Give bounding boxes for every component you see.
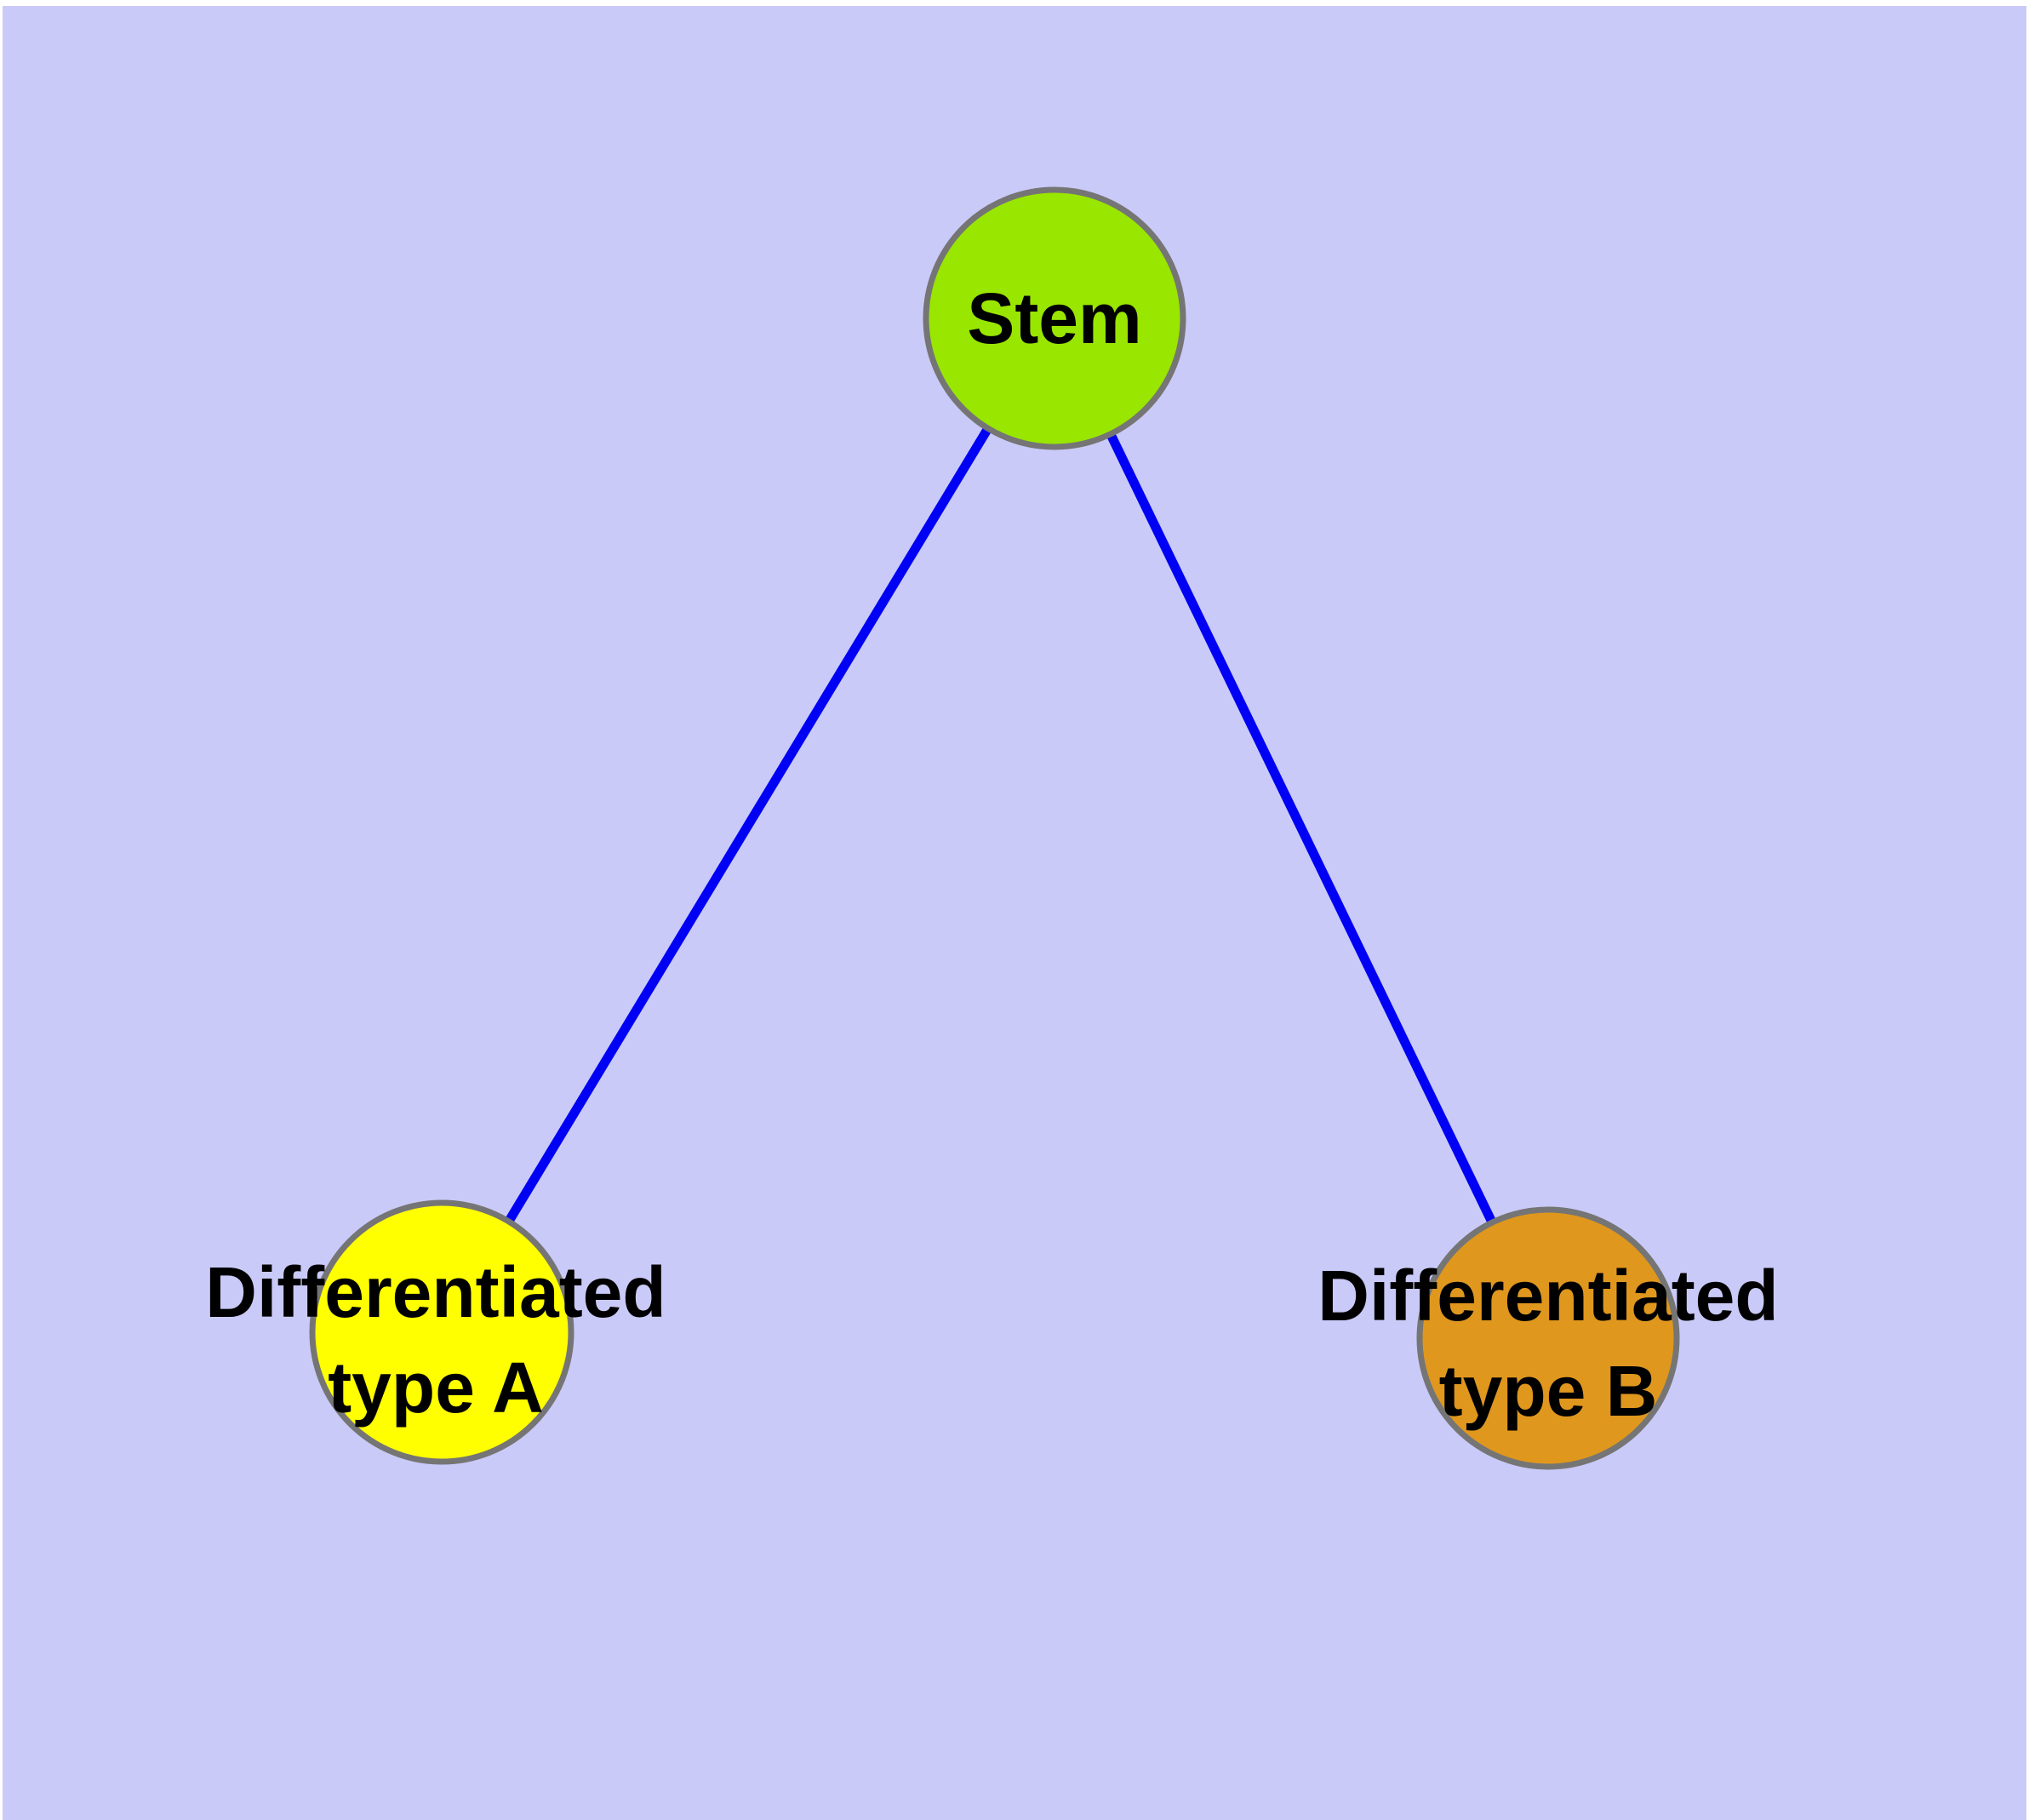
node-type-b-label-line2: type B (1439, 1351, 1658, 1431)
edge-stem-to-type-b (1050, 316, 1552, 1341)
node-type-b-circle (1416, 1206, 1680, 1470)
node-type-a-label-line2: type A (328, 1348, 544, 1428)
node-type-b-label-line1: Differentiated (1317, 1256, 1778, 1336)
node-stem-label: Stem (967, 278, 1141, 358)
node-stem-circle (923, 186, 1186, 450)
edge-stem-to-type-a (437, 316, 1059, 1335)
node-type-a-circle (309, 1199, 574, 1465)
node-type-a-label-line1: Differentiated (205, 1252, 666, 1332)
